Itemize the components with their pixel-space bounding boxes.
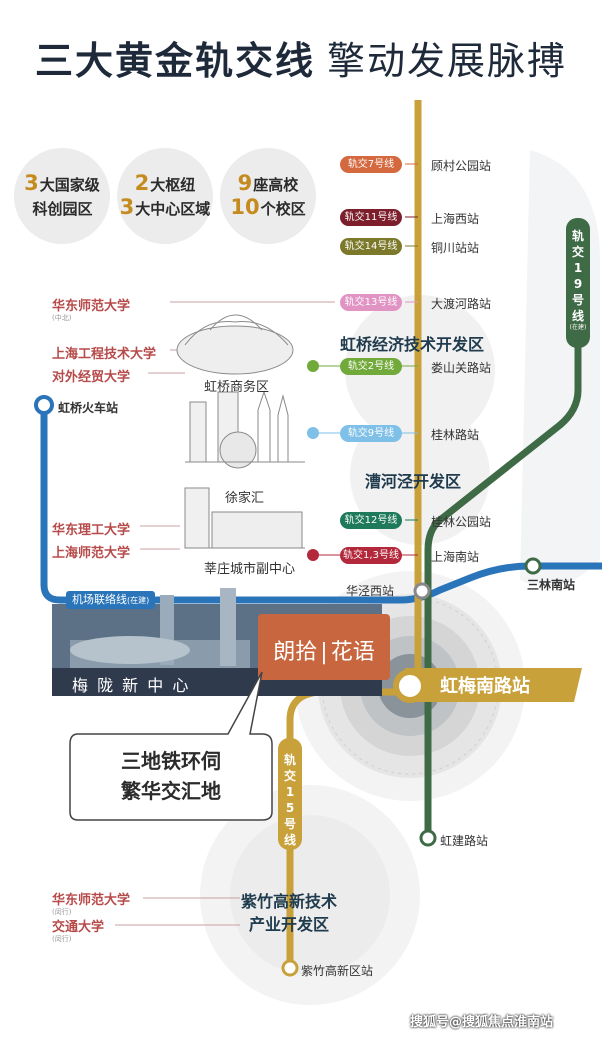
line-19-text: 轨交19号线: [571, 229, 584, 323]
pill-line-14: 轨交14号线: [340, 238, 402, 255]
pill-line-13: 轨交13号线: [340, 294, 402, 311]
university-ecnu-minhang: 华东师范大学: [52, 893, 131, 908]
zone-zizhu-line1: 紫竹高新技术: [241, 892, 338, 911]
transfer-dots: [34, 360, 542, 977]
line-19-note: (在建): [569, 324, 587, 331]
title-bold: 三大黄金轨交线: [34, 39, 315, 83]
project-name-part1: 朗拾: [273, 640, 318, 665]
meilong-caption: 梅 陇 新 中 心: [72, 676, 191, 695]
project-name: 朗拾|花语: [262, 634, 386, 666]
stat-hubs: 2大枢纽 3大中心区域: [117, 148, 213, 244]
callout-line2: 繁华交汇地: [121, 779, 221, 803]
university-sjtu: 交通大学: [52, 920, 105, 935]
project-name-separator: |: [320, 640, 328, 665]
pill-line-7: 轨交7号线: [340, 156, 402, 173]
stat-number: 10: [230, 195, 260, 219]
pill-line-9: 轨交9号线: [340, 425, 402, 442]
page-title: 三大黄金轨交线擎动发展脉搏: [0, 30, 602, 85]
project-card: [258, 614, 390, 680]
airport-link-name: 机场联络线: [72, 593, 127, 606]
zone-caohejing: 漕河泾开发区: [365, 472, 462, 491]
callout-line1: 三地铁环伺: [121, 749, 221, 773]
station-shanghai-west: 上海西站: [431, 212, 480, 226]
pill-line-11: 轨交11号线: [340, 209, 402, 226]
university-campus-note: (闵行): [52, 935, 72, 943]
line-15-badge: [278, 738, 302, 850]
landmark-hongqiao-business: 虹桥商务区: [204, 380, 270, 395]
main-station-dot: [393, 669, 427, 703]
landmark-xujiahui: 徐家汇: [225, 491, 265, 506]
stat-text: 座高校: [253, 176, 299, 194]
station-gucun-park: 顾村公园站: [431, 159, 492, 173]
title-light: 擎动发展脉搏: [327, 39, 568, 83]
line-19-label: 轨交19号线 (在建): [566, 228, 590, 332]
stat-number: 9: [237, 171, 253, 195]
watermark: 搜狐号@搜狐焦点淮南站: [410, 1015, 554, 1030]
landmark-xinzhuang: 莘庄城市副中心: [204, 562, 296, 577]
university-campus-note: (闵行): [52, 908, 72, 916]
project-name-part2: 花语: [330, 640, 375, 665]
station-shanghai-south: 上海南站: [431, 550, 480, 564]
callout-text: 三地铁环伺 繁华交汇地: [70, 746, 272, 806]
airport-link-note: (在建): [127, 596, 150, 605]
stat-text: 大国家级: [39, 176, 100, 194]
main-station-name: 虹梅南路站: [440, 676, 530, 697]
university-suibe: 对外经贸大学: [52, 370, 131, 385]
stat-text: 科创园区: [32, 200, 93, 218]
station-sanlinnan: 三林南站: [527, 578, 576, 592]
main-station-plate: [405, 668, 582, 702]
airport-link-label: 机场联络线(在建): [66, 591, 156, 609]
callout-bubble: [69, 671, 273, 821]
stat-number: 2: [134, 171, 150, 195]
station-guilin-park: 桂林公园站: [431, 515, 492, 529]
line-15-text: 轨交15号线: [283, 753, 296, 847]
station-tongchuan: 铜川站站: [431, 241, 480, 255]
stat-text: 大枢纽: [150, 176, 196, 194]
station-loushanguan: 娄山关路站: [431, 361, 492, 375]
stat-number: 3: [24, 171, 39, 195]
university-ecust: 华东理工大学: [52, 523, 131, 538]
zone-zizhu-line2: 产业开发区: [249, 915, 330, 934]
stat-text: 个校区: [260, 200, 306, 218]
line-15-label: 轨交15号线: [278, 752, 302, 848]
station-daduhe: 大渡河路站: [431, 297, 492, 311]
station-zizhu-hi-tech: 紫竹高新区站: [301, 964, 374, 978]
station-hongqiao-railway: 虹桥火车站: [58, 401, 119, 415]
stat-universities: 9座高校 10个校区: [220, 148, 316, 244]
university-sues: 上海工程技术大学: [52, 347, 157, 362]
pill-line-1-3: 轨交1,3号线: [340, 547, 402, 564]
university-ecnu-zhongbei: 华东师范大学: [52, 299, 131, 314]
airport-link-line: [40, 405, 602, 604]
pill-line-2: 轨交2号线: [340, 358, 402, 375]
stat-science-parks: 3大国家级 科创园区: [14, 148, 110, 244]
line-19-track: [424, 225, 582, 838]
station-hongjian-road: 虹建路站: [440, 834, 489, 848]
stat-text: 大中心区域: [135, 200, 211, 218]
landmark-sketches: [176, 314, 305, 549]
line-19-badge: [566, 218, 590, 348]
zone-hongqiao-econ: 虹桥经济技术开发区: [340, 335, 485, 354]
station-guilin-road: 桂林路站: [431, 428, 480, 442]
stat-number: 3: [119, 195, 135, 219]
station-huajingxi: 华泾西站: [346, 584, 395, 598]
university-shnu: 上海师范大学: [52, 546, 131, 561]
pill-line-12: 轨交12号线: [340, 512, 402, 529]
university-campus-note: (中北): [52, 314, 72, 322]
